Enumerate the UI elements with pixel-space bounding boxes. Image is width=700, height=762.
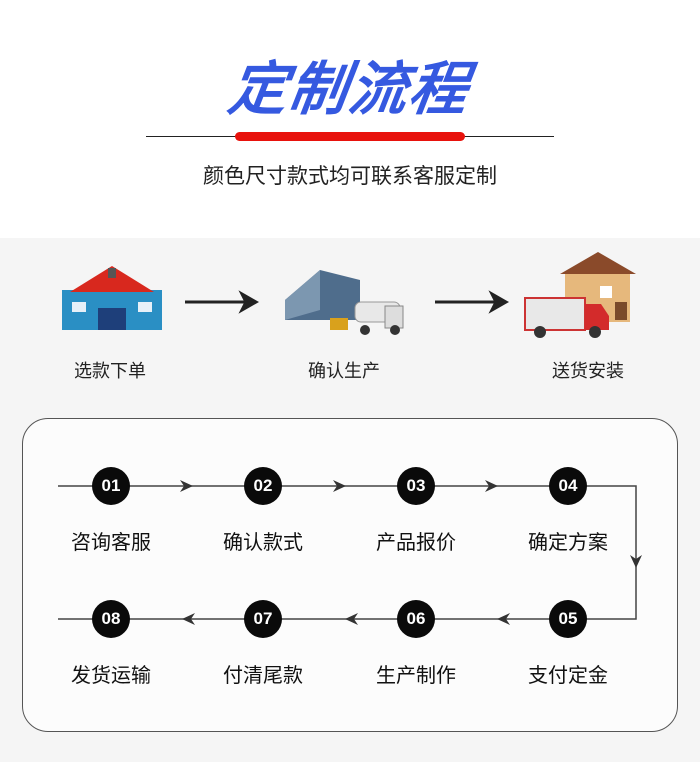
overview-label: 送货安装: [552, 361, 624, 382]
step-label: 生产制作: [376, 663, 456, 687]
overview-label: 选款下单: [74, 361, 146, 382]
accent-bar: [235, 132, 465, 141]
house-icon: [62, 266, 162, 330]
step-number-badge: 05: [549, 600, 587, 638]
step-number-badge: 06: [397, 600, 435, 638]
step-number-badge: 01: [92, 467, 130, 505]
overview-label: 确认生产: [308, 361, 380, 382]
delivery-truck-icon: [524, 252, 636, 338]
subtitle: 颜色尺寸款式均可联系客服定制: [203, 164, 497, 188]
arrow-right-icon: [185, 290, 510, 314]
factory-icon: [285, 270, 404, 335]
step-label: 支付定金: [528, 663, 608, 687]
step-label: 发货运输: [71, 663, 151, 687]
step-number-badge: 08: [92, 600, 130, 638]
step-label: 确认款式: [223, 530, 303, 554]
step-number-badge: 04: [549, 467, 587, 505]
step-label: 确定方案: [528, 530, 608, 554]
step-number-badge: 03: [397, 467, 435, 505]
step-number-badge: 02: [244, 467, 282, 505]
overview-illustrations: [62, 252, 636, 338]
step-label: 产品报价: [376, 530, 456, 554]
step-number-badge: 07: [244, 600, 282, 638]
step-label: 咨询客服: [71, 530, 151, 554]
step-label: 付清尾款: [223, 663, 303, 687]
